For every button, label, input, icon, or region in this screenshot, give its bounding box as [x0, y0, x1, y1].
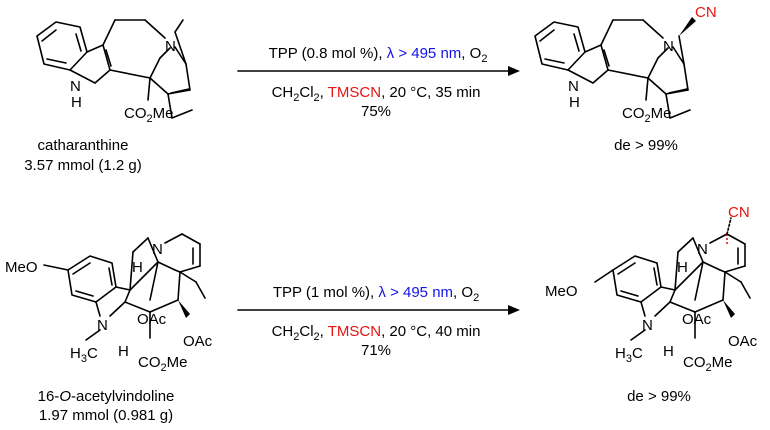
- cyano-bond: [726, 217, 732, 235]
- cyano-label: CN: [728, 204, 750, 221]
- n-methyl-label: H3C: [70, 345, 98, 365]
- amine-n-label: N: [152, 241, 163, 258]
- ester-label: CO2Me: [622, 105, 671, 125]
- indole-n-label: N: [568, 78, 579, 95]
- h-low-label: H: [663, 343, 674, 360]
- indole-h-label: H: [71, 94, 82, 111]
- amine-n-label: N: [663, 38, 674, 55]
- indole-h-label: H: [569, 94, 580, 111]
- oac-label-1: OAc: [137, 311, 167, 328]
- de-1: de > 99%: [614, 137, 678, 154]
- acetylvindoline-name: 16-O-acetylvindoline: [38, 388, 175, 405]
- indole-n-label: N: [70, 78, 81, 95]
- ester-label: CO2Me: [683, 354, 732, 374]
- h-top-label: H: [677, 259, 688, 276]
- yield-1: 75%: [361, 103, 391, 120]
- cyano-acetylvindoline-structure: CN MeO N N H3C H H OAc OAc CO2Me: [545, 204, 758, 374]
- conditions-top-1: TPP (0.8 mol %), λ > 495 nm, O2: [269, 45, 488, 65]
- de-2: de > 99%: [627, 388, 691, 405]
- oac-label-2: OAc: [183, 333, 213, 350]
- indoline-n-label: N: [97, 317, 108, 334]
- ester-label: CO2Me: [124, 105, 173, 125]
- conditions-bottom-1: CH2Cl2, TMSCN, 20 °C, 35 min: [272, 84, 481, 104]
- h-top-label: H: [132, 259, 143, 276]
- methoxy-label: MeO: [545, 283, 578, 300]
- yield-2: 71%: [361, 342, 391, 359]
- h-low-label: H: [118, 343, 129, 360]
- oac-wedge: [723, 300, 735, 318]
- amine-n-label: N: [697, 241, 708, 258]
- oac-label-1: OAc: [682, 311, 712, 328]
- reaction-arrowhead-2: [508, 305, 520, 315]
- indoline-n-label: N: [642, 317, 653, 334]
- amine-n-label: N: [165, 38, 176, 55]
- acetylvindoline-amount: 1.97 mmol (0.981 g): [39, 407, 173, 424]
- oac-wedge: [178, 300, 190, 318]
- conditions-top-2: TPP (1 mol %), λ > 495 nm, O2: [273, 284, 479, 304]
- cyano-catharanthine-structure: N CN N H CO2Me: [534, 4, 717, 125]
- acetylvindoline-structure: MeO N N H3C H H OAc OAc CO2Me 16-O-acety…: [5, 233, 213, 424]
- catharanthine-name: catharanthine: [38, 137, 129, 154]
- reaction-arrowhead-1: [508, 66, 520, 76]
- cyano-wedge: [679, 17, 696, 36]
- catharanthine-structure: N N H CO2Me catharanthine 3.57 mmol (1.2…: [24, 19, 193, 174]
- catharanthine-amount: 3.57 mmol (1.2 g): [24, 157, 142, 174]
- oac-label-2: OAc: [728, 333, 758, 350]
- methoxy-label: MeO: [5, 259, 38, 276]
- ester-label: CO2Me: [138, 354, 187, 374]
- cyano-label: CN: [695, 4, 717, 21]
- n-methyl-label: H3C: [615, 345, 643, 365]
- conditions-bottom-2: CH2Cl2, TMSCN, 20 °C, 40 min: [272, 323, 481, 343]
